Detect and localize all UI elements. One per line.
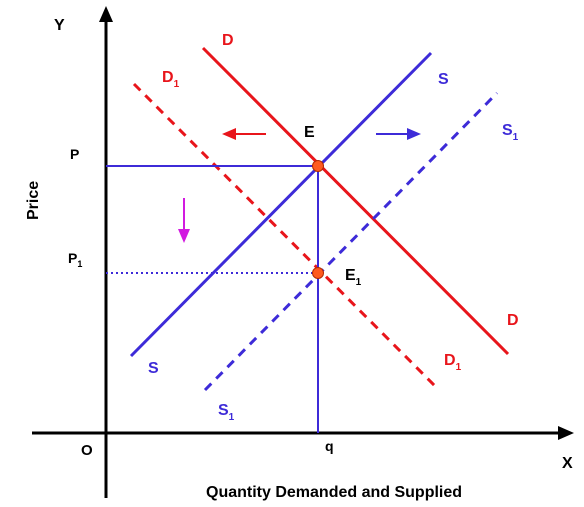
y-axis-title: Price xyxy=(25,181,42,220)
quantity-q-label: q xyxy=(325,438,334,454)
supply-shifted-subscript: 1 xyxy=(229,412,235,423)
equilibrium-point-e1 xyxy=(312,267,324,279)
supply-shifted-letter: S xyxy=(502,122,513,139)
price-fall-arrowhead xyxy=(178,229,190,243)
demand-shifted-letter: D xyxy=(444,352,456,369)
price-p1-subscript: 1 xyxy=(77,259,82,269)
y-axis-arrowhead xyxy=(99,6,113,22)
demand-shifted-label-bottom: D1 xyxy=(444,352,462,373)
equilibrium-e1-letter: E xyxy=(345,267,356,284)
equilibrium-e1-label: E1 xyxy=(345,267,362,288)
demand-shift-left-arrowhead xyxy=(222,128,236,140)
equilibrium-point-e xyxy=(312,160,324,172)
demand-curve xyxy=(201,46,510,356)
demand-label-bottom: D xyxy=(507,312,519,329)
supply-shifted-letter: S xyxy=(218,402,229,419)
supply-label-bottom: S xyxy=(148,360,159,377)
demand-label-top: D xyxy=(222,32,234,49)
demand-shifted-letter: D xyxy=(162,69,174,86)
demand-shifted-subscript: 1 xyxy=(174,79,180,90)
x-axis-arrowhead xyxy=(558,426,574,440)
y-axis-label: Y xyxy=(54,17,65,34)
supply-curve-shifted xyxy=(203,91,499,392)
supply-shifted-subscript: 1 xyxy=(513,132,519,143)
demand-curve-shifted xyxy=(132,82,440,391)
equilibrium-e-label: E xyxy=(304,124,315,141)
x-axis-label: X xyxy=(562,455,573,472)
demand-shifted-subscript: 1 xyxy=(456,362,462,373)
price-p1-label: P1 xyxy=(68,250,82,269)
supply-label-top: S xyxy=(438,71,449,88)
supply-curve xyxy=(129,51,433,358)
supply-shifted-label-top: S1 xyxy=(502,122,519,143)
x-axis-title: Quantity Demanded and Supplied xyxy=(206,484,462,501)
supply-shift-right-arrowhead xyxy=(407,128,421,140)
price-p1-letter: P xyxy=(68,250,77,266)
price-p-label: P xyxy=(70,146,79,162)
demand-shifted-label-top: D1 xyxy=(162,69,180,90)
supply-shifted-label-bottom: S1 xyxy=(218,402,235,423)
origin-label: O xyxy=(81,442,93,459)
equilibrium-e1-subscript: 1 xyxy=(356,277,362,288)
